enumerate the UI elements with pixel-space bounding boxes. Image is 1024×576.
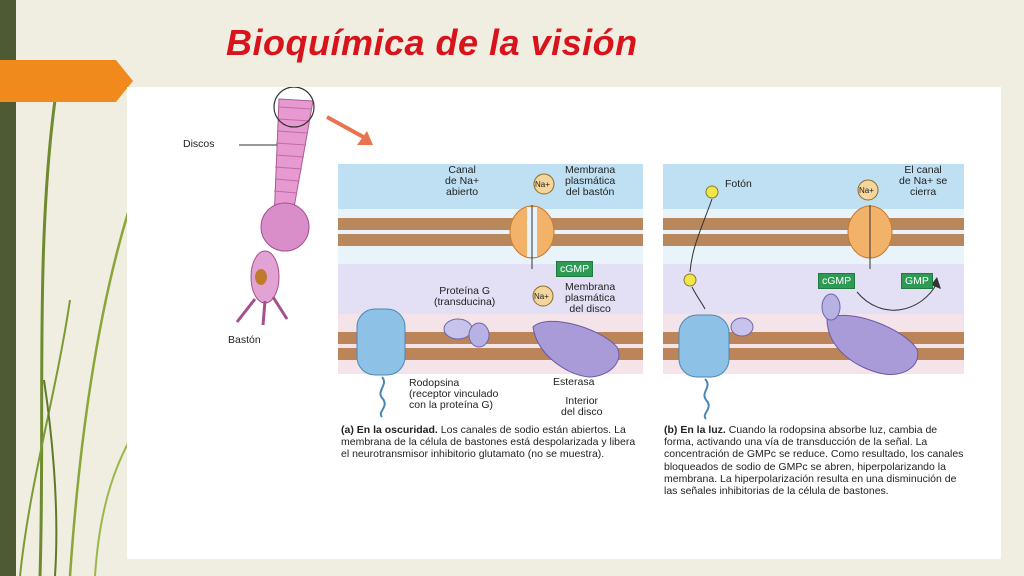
membrana-baston-label: Membrana plasmática del bastón [565,164,616,198]
caption-b: (b) En la luz. Cuando la rodopsina absor… [664,424,964,497]
esterasa-label: Esterasa [553,376,595,388]
discos-label: Discos [183,138,215,150]
proteina-g-label: Proteína G (transducina) [434,285,496,308]
na-ion-a1: Na+ [535,180,550,189]
na-ion-a2: Na+ [534,292,549,301]
slide-title: Bioquímica de la visión [226,22,638,63]
na-ion-b: Na+ [859,186,874,195]
canal-label: Canal de Na+ abierto [445,164,480,198]
caption-b-bold: (b) En la luz. [664,424,726,436]
left-accent-bar [0,0,16,576]
title-tab-marker [0,60,133,102]
foton-label: Fotón [725,178,752,190]
caption-b-text: Cuando la rodopsina absorbe luz, cambia … [664,424,964,498]
membrana-disco-label: Membrana plasmática del disco [565,281,616,315]
baston-label: Bastón [228,334,261,346]
gmp-box-b: GMP [901,273,933,289]
cgmp-box-b: cGMP [818,273,856,289]
caption-a: (a) En la oscuridad. Los canales de sodi… [341,424,641,461]
rodopsina-label: Rodopsina (receptor vinculado con la pro… [409,377,499,411]
interior-disco-label: Interior del disco [561,395,603,418]
rod-cell-illustration [235,87,315,326]
panel-b-diagram [663,164,964,420]
vision-figure: Discos Bastón Canal de Na+ abierto Na+ N… [127,87,1001,559]
panel-a-diagram [338,164,643,418]
figure-graphics [235,87,964,420]
caption-a-text: Los canales de sodio están abiertos. La … [341,424,636,461]
cgmp-box-a: cGMP [556,261,594,277]
canal-cierra-label: El canal de Na+ se cierra [899,164,948,198]
caption-a-bold: (a) En la oscuridad. [341,424,438,436]
